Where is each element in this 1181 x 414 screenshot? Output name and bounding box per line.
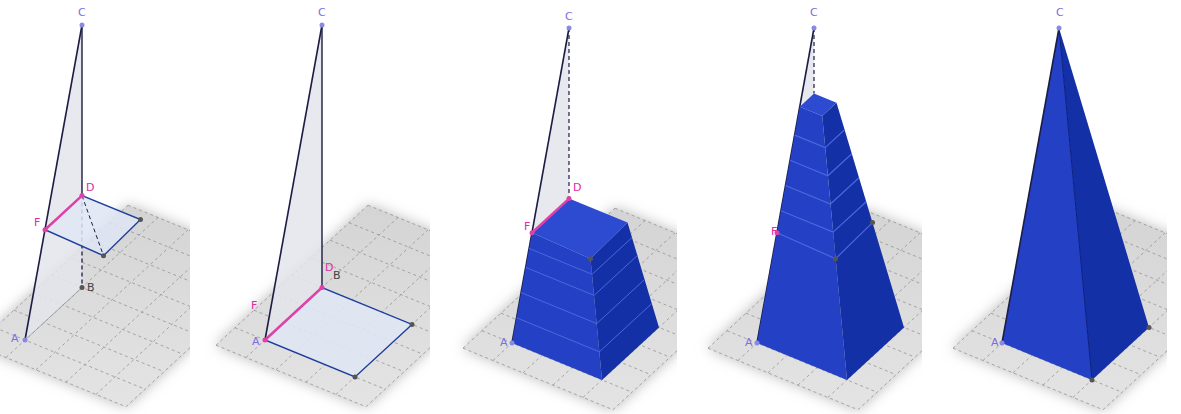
point-label: A: [252, 336, 260, 348]
point-label: B: [333, 270, 341, 282]
point-label: A: [745, 337, 753, 349]
point-label: C: [318, 7, 326, 19]
point-label: D: [573, 182, 581, 194]
point-label: B: [87, 282, 95, 294]
point-label: D: [86, 182, 94, 194]
point-label: C: [78, 7, 86, 19]
point-label: F: [251, 300, 257, 312]
point-label: C: [1056, 7, 1064, 19]
point-label: C: [565, 11, 573, 23]
panel-pyramid: [953, 26, 1167, 410]
panel-base: [216, 23, 430, 407]
point-label: D: [325, 262, 333, 274]
panel-stack-low: [463, 26, 677, 410]
panel-section: [0, 23, 190, 407]
point-label: A: [11, 333, 19, 345]
point-label: F: [524, 221, 530, 233]
panel-stack-high: [708, 26, 922, 410]
point-label: C: [810, 7, 818, 19]
point-label: F: [34, 217, 40, 229]
point-label: F: [771, 226, 777, 238]
point-label: A: [500, 337, 508, 349]
point-label: A: [991, 337, 999, 349]
